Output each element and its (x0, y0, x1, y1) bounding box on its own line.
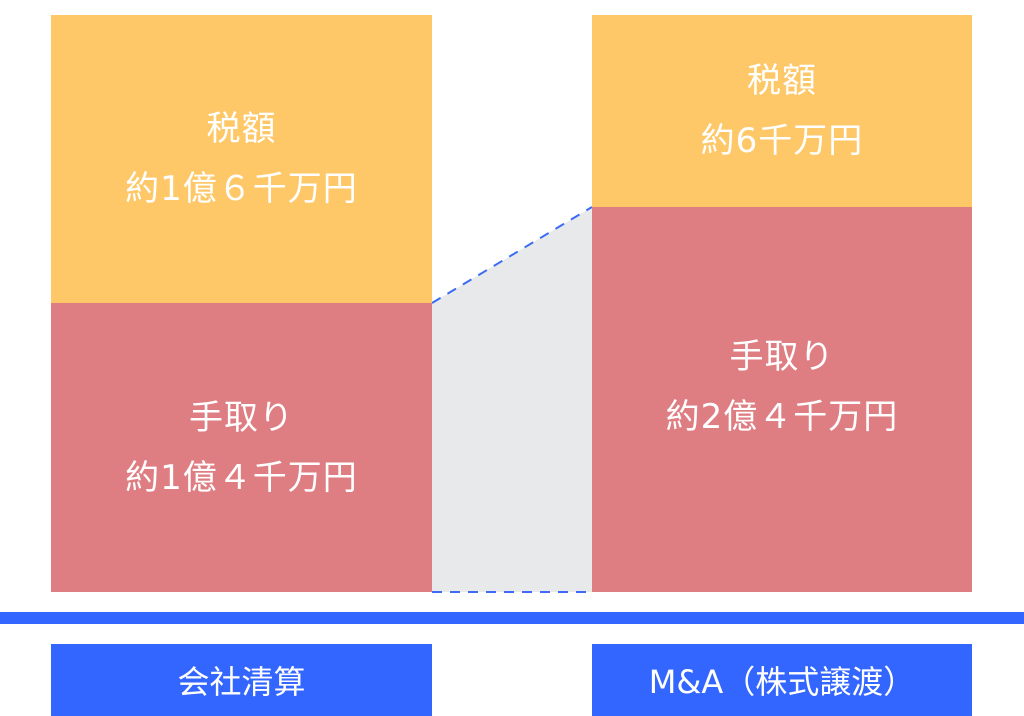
left-tax-segment: 税額 約1億６千万円 (51, 15, 432, 303)
difference-area (432, 207, 592, 592)
right-net-value: 約2億４千万円 (665, 397, 899, 437)
left-category-label: 会社清算 (51, 644, 432, 716)
difference-top-dashed-line (431, 206, 593, 304)
left-net-segment: 手取り 約1億４千万円 (51, 303, 432, 592)
right-tax-title: 税額 (747, 61, 817, 101)
right-net-title: 手取り (729, 337, 835, 377)
right-tax-segment: 税額 約6千万円 (592, 15, 972, 207)
right-net-segment: 手取り 約2億４千万円 (592, 207, 972, 592)
left-tax-title: 税額 (206, 109, 277, 149)
right-category-label: M&A（株式譲渡） (592, 644, 972, 716)
right-tax-value: 約6千万円 (700, 121, 864, 161)
baseline-axis (0, 612, 1024, 624)
left-net-value: 約1億４千万円 (125, 457, 358, 498)
left-tax-value: 約1億６千万円 (125, 169, 358, 209)
left-net-title: 手取り (189, 397, 294, 438)
